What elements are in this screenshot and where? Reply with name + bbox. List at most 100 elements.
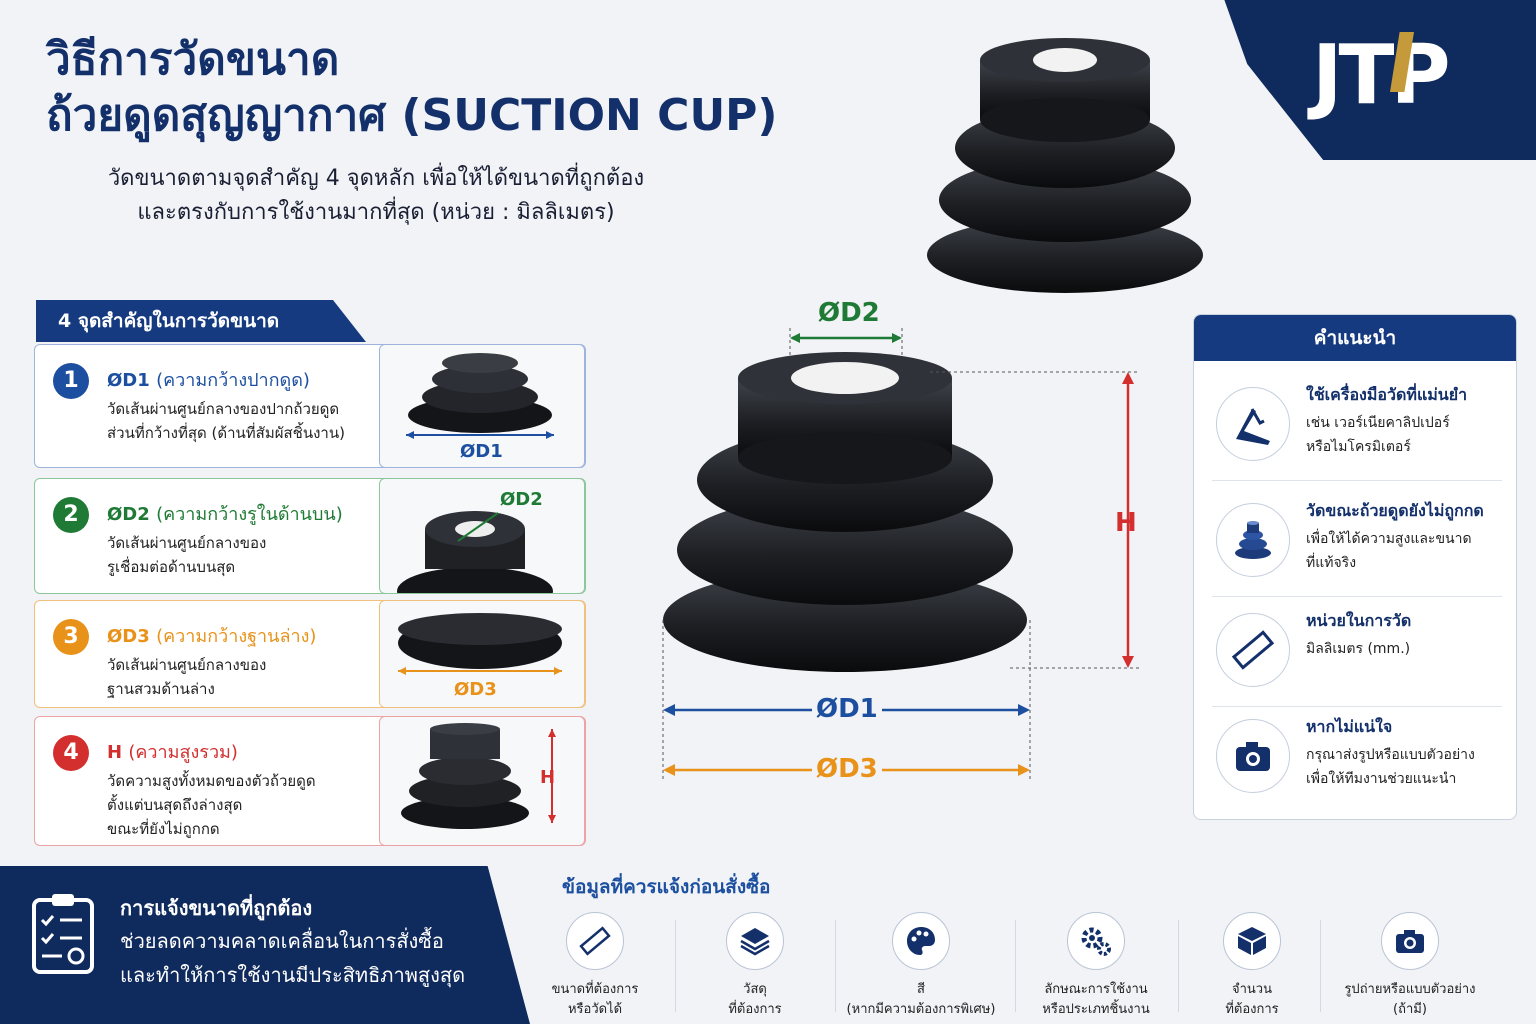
divider bbox=[1212, 706, 1502, 707]
tip-desc: เพื่อให้ได้ความสูงและขนาดที่แท้จริง bbox=[1306, 527, 1506, 575]
thumb-label: ØD2 bbox=[500, 489, 543, 510]
diagram-label-h: H bbox=[1115, 508, 1137, 538]
divider bbox=[1212, 596, 1502, 597]
divider bbox=[835, 920, 836, 1012]
desc-line: วัดเส้นผ่านศูนย์กลางของ bbox=[107, 534, 267, 552]
tip-desc-line: กรุณาส่งรูปหรือแบบตัวอย่าง bbox=[1306, 747, 1475, 763]
palette-icon bbox=[892, 912, 950, 970]
clipboard-icon bbox=[32, 894, 94, 974]
title-line-2: ถ้วยดูดสุญญากาศ (SUCTION CUP) bbox=[46, 90, 778, 141]
point-description: วัดความสูงทั้งหมดของตัวถ้วยดูด ตั้งแต่บน… bbox=[107, 769, 377, 841]
tip-title: หน่วยในการวัด bbox=[1306, 611, 1412, 630]
order-item-label: รูปถ่ายหรือแบบตัวอย่าง(ถ้ามี) bbox=[1330, 980, 1490, 1020]
title-line-1: วิธีการวัดขนาด bbox=[46, 34, 340, 85]
desc-line: ส่วนที่กว้างที่สุด (ด้านที่สัมผัสชิ้นงาน… bbox=[107, 424, 345, 442]
order-item: รูปถ่ายหรือแบบตัวอย่าง(ถ้ามี) bbox=[1330, 908, 1490, 1020]
order-label-line: (หากมีความต้องการพิเศษ) bbox=[846, 1002, 996, 1017]
order-item: วัสดุที่ต้องการ bbox=[675, 908, 835, 1020]
point-heading: ØD2 (ความกว้างรูในด้านบน) bbox=[107, 499, 343, 528]
caliper-icon bbox=[1216, 387, 1290, 461]
divider bbox=[1320, 920, 1321, 1012]
dimension-diagram bbox=[662, 328, 1140, 782]
thumb-label: ØD1 bbox=[460, 441, 503, 462]
point-thumbnail: ØD2 bbox=[379, 478, 585, 594]
camera-icon bbox=[1381, 912, 1439, 970]
desc-line: วัดเส้นผ่านศูนย์กลางของ bbox=[107, 656, 267, 674]
point-thumbnail: ØD3 bbox=[379, 600, 585, 708]
point-title: (ความกว้างรูในด้านบน) bbox=[156, 504, 343, 525]
jtp-logo: JTP bbox=[1306, 28, 1476, 128]
tip-desc: กรุณาส่งรูปหรือแบบตัวอย่างเพื่อให้ทีมงาน… bbox=[1306, 743, 1506, 791]
diagram-label-d3: ØD3 bbox=[816, 754, 878, 784]
desc-line: ขณะที่ยังไม่ถูกกด bbox=[107, 820, 220, 838]
suction-cup-thumb bbox=[398, 613, 562, 675]
order-label-line: หรือวัดได้ bbox=[567, 1002, 623, 1017]
divider bbox=[1212, 480, 1502, 481]
order-label-line: ที่ต้องการ bbox=[1225, 1002, 1279, 1017]
bottom-banner-desc: ช่วยลดความคลาดเคลื่อนในการสั่งซื้อ และทำ… bbox=[120, 924, 465, 992]
banner-desc-line: ช่วยลดความคลาดเคลื่อนในการสั่งซื้อ bbox=[120, 929, 444, 953]
order-info-header: ข้อมูลที่ควรแจ้งก่อนสั่งซื้อ bbox=[562, 876, 771, 898]
diagram-label-d1: ØD1 bbox=[816, 694, 878, 724]
point-code: H bbox=[107, 742, 123, 763]
point-description: วัดเส้นผ่านศูนย์กลางของปากถ้วยดูด ส่วนที… bbox=[107, 397, 377, 445]
tip-title: หากไม่แน่ใจ bbox=[1306, 717, 1393, 736]
tip-item: วัดขณะถ้วยดูดยังไม่ถูกกด เพื่อให้ได้ความ… bbox=[1212, 493, 1502, 597]
tips-header: คำแนะนำ bbox=[1194, 315, 1516, 361]
desc-line: ตั้งแต่บนสุดถึงล่างสุด bbox=[107, 796, 243, 814]
tip-desc-line: เพื่อให้ทีมงานช่วยแนะนำ bbox=[1306, 771, 1457, 787]
order-item: ขนาดที่ต้องการหรือวัดได้ bbox=[515, 908, 675, 1020]
logo-text: JTP bbox=[1312, 28, 1451, 123]
desc-line: วัดความสูงทั้งหมดของตัวถ้วยดูด bbox=[107, 772, 316, 790]
point-heading: ØD3 (ความกว้างฐานล่าง) bbox=[107, 621, 316, 650]
point-card-d2: 2 ØD2 (ความกว้างรูในด้านบน) วัดเส้นผ่านศ… bbox=[34, 478, 586, 594]
subtitle-line-2: และตรงกับการใช้งานมากที่สุด (หน่วย : มิล… bbox=[137, 200, 615, 225]
hero-suction-cup-image bbox=[927, 38, 1203, 293]
order-item-label: จำนวนที่ต้องการ bbox=[1172, 980, 1332, 1020]
order-label-line: ขนาดที่ต้องการ bbox=[551, 982, 639, 997]
order-label-line: สี bbox=[917, 982, 925, 997]
point-heading: H (ความสูงรวม) bbox=[107, 737, 238, 766]
tip-desc-line: หรือไมโครมิเตอร์ bbox=[1306, 439, 1411, 455]
ruler-icon bbox=[566, 912, 624, 970]
layers-icon bbox=[726, 912, 784, 970]
point-title: (ความกว้างฐานล่าง) bbox=[156, 626, 317, 647]
order-label-line: (ถ้ามี) bbox=[1393, 1002, 1427, 1017]
page-subtitle: วัดขนาดตามจุดสำคัญ 4 จุดหลัก เพื่อให้ได้… bbox=[46, 162, 706, 230]
suction-cup-thumb bbox=[406, 353, 554, 439]
tip-title: วัดขณะถ้วยดูดยังไม่ถูกกด bbox=[1306, 501, 1484, 520]
order-item: สี (หากมีความต้องการพิเศษ) bbox=[841, 908, 1001, 1020]
page-title: วิธีการวัดขนาด ถ้วยดูดสุญญากาศ (SUCTION … bbox=[46, 32, 778, 144]
camera-icon bbox=[1216, 719, 1290, 793]
point-description: วัดเส้นผ่านศูนย์กลางของ รูเชื่อมต่อด้านบ… bbox=[107, 531, 377, 579]
order-item-label: ขนาดที่ต้องการหรือวัดได้ bbox=[515, 980, 675, 1020]
point-description: วัดเส้นผ่านศูนย์กลางของ ฐานสวมด้านล่าง bbox=[107, 653, 377, 701]
point-card-d1: 1 ØD1 (ความกว้างปากดูด) วัดเส้นผ่านศูนย์… bbox=[34, 344, 586, 468]
box-icon bbox=[1223, 912, 1281, 970]
tip-desc-line: เพื่อให้ได้ความสูงและขนาด bbox=[1306, 531, 1472, 547]
tip-item: ใช้เครื่องมือวัดที่แม่นยำ เช่น เวอร์เนีย… bbox=[1212, 377, 1502, 481]
point-number: 4 bbox=[53, 735, 89, 771]
point-code: ØD1 bbox=[107, 370, 150, 391]
tip-title: ใช้เครื่องมือวัดที่แม่นยำ bbox=[1306, 385, 1468, 404]
suction-cup-thumb bbox=[397, 511, 553, 593]
subtitle-line-1: วัดขนาดตามจุดสำคัญ 4 จุดหลัก เพื่อให้ได้… bbox=[107, 166, 645, 191]
order-item: จำนวนที่ต้องการ bbox=[1172, 908, 1332, 1020]
point-number: 1 bbox=[53, 363, 89, 399]
order-item-label: ลักษณะการใช้งานหรือประเภทชิ้นงาน bbox=[1016, 980, 1176, 1020]
tip-item: หากไม่แน่ใจ กรุณาส่งรูปหรือแบบตัวอย่างเพ… bbox=[1212, 709, 1502, 813]
point-thumbnail: ØD1 bbox=[379, 344, 585, 468]
suction-cup-thumb bbox=[401, 723, 556, 829]
tip-desc: เช่น เวอร์เนียคาลิปเปอร์หรือไมโครมิเตอร์ bbox=[1306, 411, 1506, 459]
order-label-line: ที่ต้องการ bbox=[728, 1002, 782, 1017]
tip-item: หน่วยในการวัด มิลลิเมตร (mm.) bbox=[1212, 603, 1502, 707]
order-label-line: ลักษณะการใช้งาน bbox=[1044, 982, 1148, 997]
divider bbox=[675, 920, 676, 1012]
banner-desc-line: และทำให้การใช้งานมีประสิทธิภาพสูงสุด bbox=[120, 963, 466, 987]
gears-icon bbox=[1067, 912, 1125, 970]
thumb-label: H bbox=[540, 767, 556, 788]
order-item-label: สี (หากมีความต้องการพิเศษ) bbox=[841, 980, 1001, 1020]
point-card-d3: 3 ØD3 (ความกว้างฐานล่าง) วัดเส้นผ่านศูนย… bbox=[34, 600, 586, 708]
tip-desc: มิลลิเมตร (mm.) bbox=[1306, 637, 1506, 661]
bottom-banner bbox=[0, 866, 530, 1024]
